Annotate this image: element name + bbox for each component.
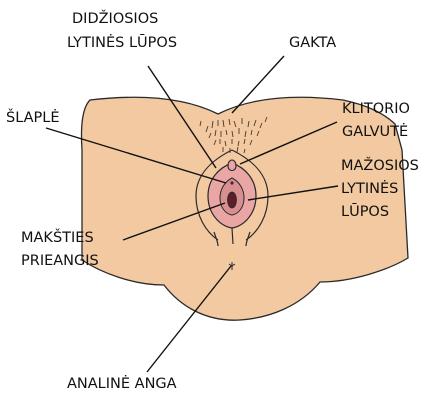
- clitoris-glans: [228, 160, 236, 171]
- label-anus: ANALINĖ ANGA: [67, 374, 177, 392]
- label-urethra: ŠLAPLĖ: [6, 108, 60, 126]
- urethral-opening: [230, 181, 233, 184]
- vaginal-opening: [228, 192, 237, 208]
- label-pubic-mound: GAKTA: [289, 35, 336, 51]
- label-labia-majora: DIDŽIOSIOS LYTINĖS LŪPOS: [67, 9, 177, 51]
- label-labia-minora: MAŽOSIOS LYTINĖS LŪPOS: [341, 156, 423, 220]
